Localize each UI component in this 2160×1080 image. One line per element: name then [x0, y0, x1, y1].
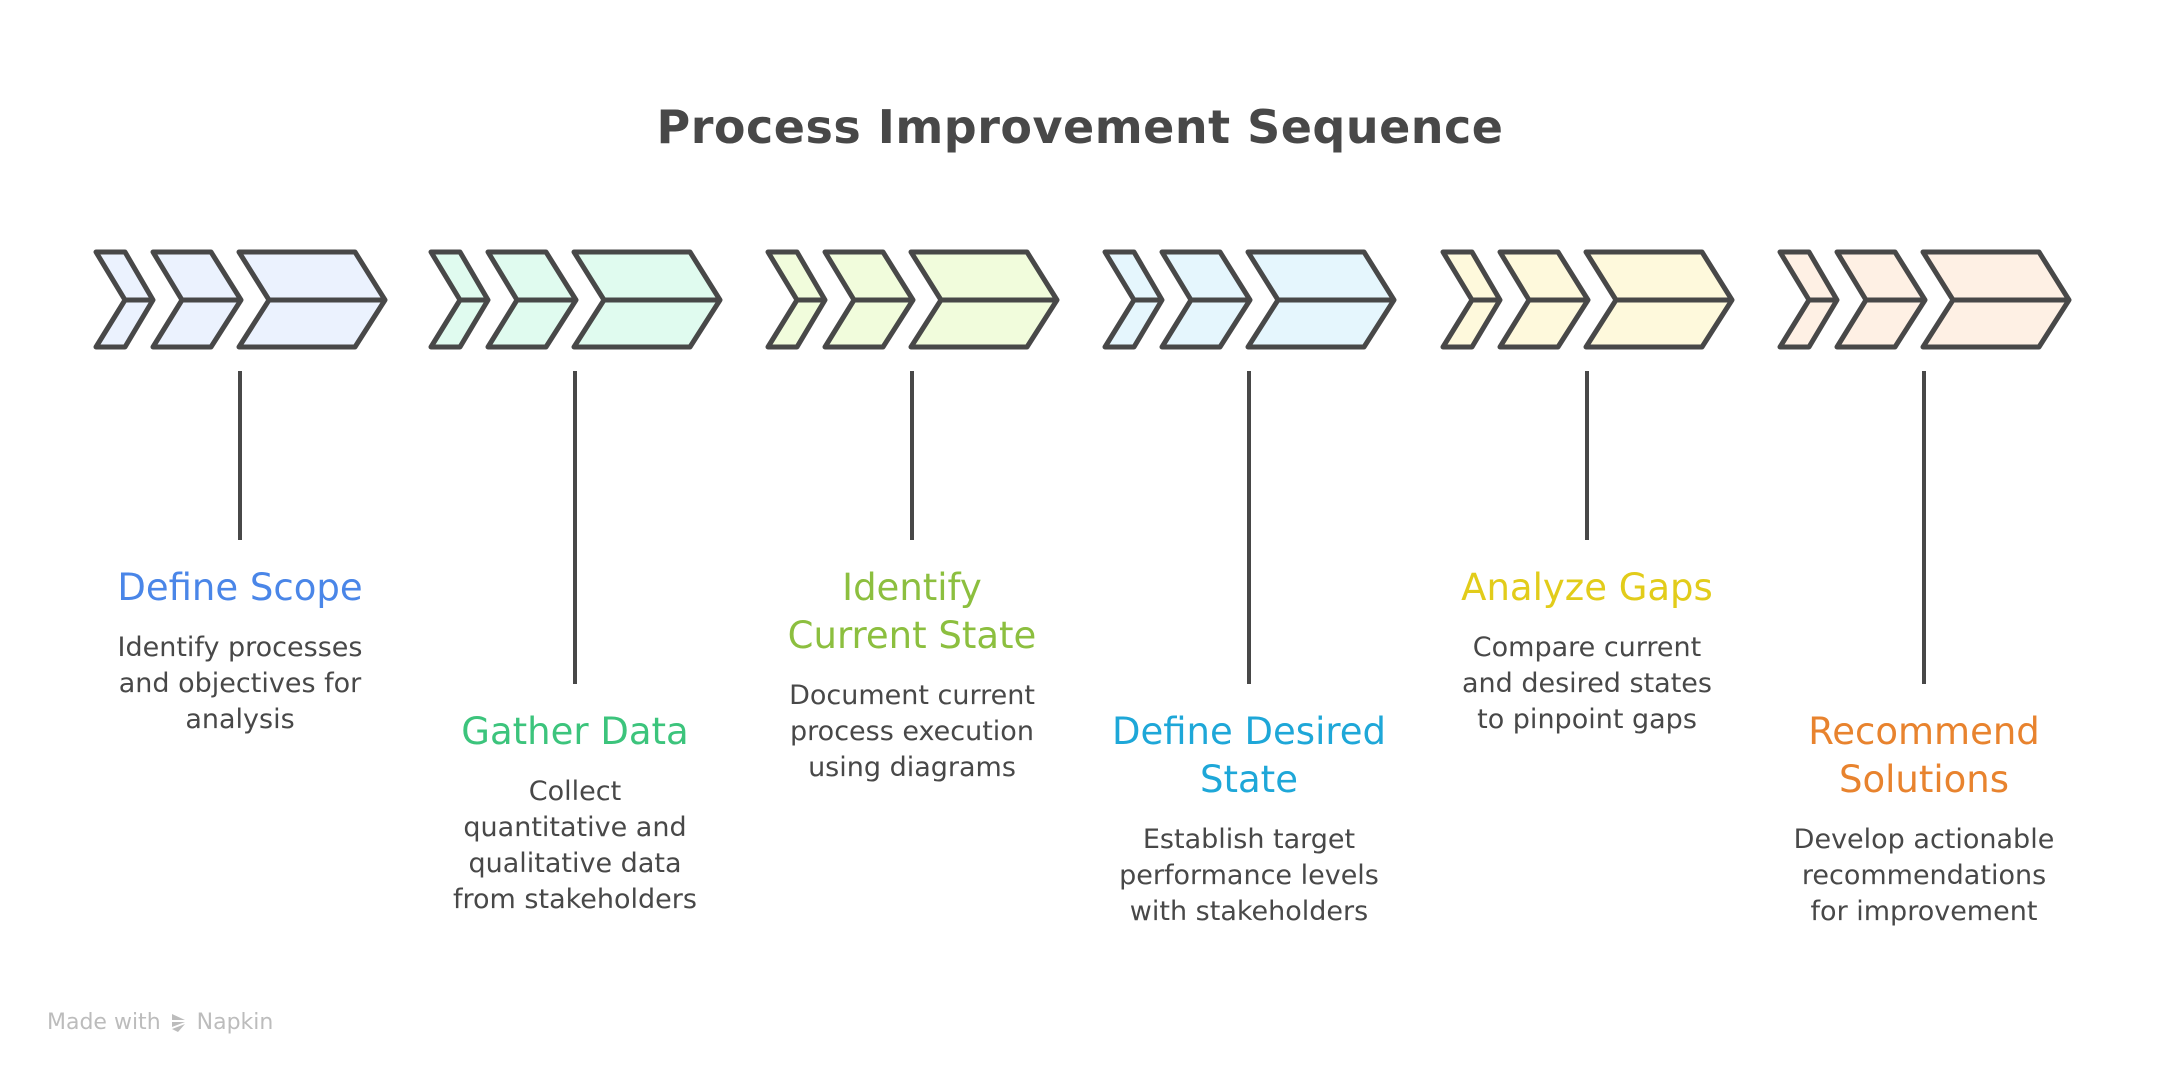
step-title-line: Identify	[842, 566, 982, 609]
step-description-line: Document current	[789, 680, 1035, 711]
chevron-group-6	[1777, 249, 2072, 684]
step-description-line: Compare current	[1472, 632, 1702, 663]
step-title-line: Analyze Gaps	[1461, 566, 1713, 609]
footer-prefix: Made with	[47, 1010, 161, 1035]
chevron-arrow	[150, 249, 244, 350]
step-title-line: Current State	[787, 614, 1037, 657]
step-description-line: Develop actionable	[1793, 824, 2055, 855]
footer-brand: Napkin	[196, 1010, 274, 1035]
napkin-logo-icon	[171, 1013, 185, 1032]
chevron-arrow	[1102, 249, 1165, 350]
chevron-arrow	[1777, 249, 1840, 350]
step-description-line: quantitative and	[463, 812, 687, 843]
step-description-line: Identify processes	[117, 632, 363, 663]
chevron-group-2	[428, 249, 723, 684]
chevron-arrow	[1920, 249, 2072, 350]
chevron-arrow	[908, 249, 1060, 350]
step-description: Identify processes and objectives for anal…	[75, 630, 405, 738]
step-title-line: Define Scope	[117, 566, 363, 609]
step-description: Collect quantitative and qualitative data f…	[410, 774, 740, 918]
chevron-arrow	[1440, 249, 1503, 350]
diagram-title: Process Improvement Sequence	[656, 100, 1504, 154]
chevron-group-4	[1102, 249, 1397, 684]
step-description: Develop actionable recommendations for imp…	[1759, 822, 2089, 930]
step-description-line: Collect	[528, 776, 622, 807]
step-description-line: and objectives for	[118, 668, 362, 699]
chevron-arrow	[485, 249, 579, 350]
step-title: Gather Data	[410, 708, 740, 756]
step-title: Analyze Gaps	[1422, 564, 1752, 612]
step-title: Define Scope	[75, 564, 405, 612]
step-title-line: Gather Data	[461, 710, 689, 753]
step-description-line: and desired states	[1461, 668, 1712, 699]
chevron-arrow	[93, 249, 156, 350]
chevron-group-1	[93, 249, 388, 540]
step-description-line: recommendations	[1801, 860, 2047, 891]
chevron-group-3	[765, 249, 1060, 540]
step-description-line: performance levels	[1119, 860, 1379, 891]
step-description-line: process execution	[790, 716, 1034, 747]
chevron-arrow	[1583, 249, 1735, 350]
chevron-arrow	[236, 249, 388, 350]
step-title-line: Recommend	[1808, 710, 2040, 753]
chevron-group-5	[1440, 249, 1735, 540]
step-description-line: for improvement	[1810, 896, 2038, 927]
step-title-line: State	[1200, 758, 1298, 801]
step-description: Establish target performance levels with s…	[1084, 822, 1414, 930]
chevron-arrow	[765, 249, 828, 350]
chevron-arrow	[1159, 249, 1253, 350]
step-title-line: Solutions	[1838, 758, 2009, 801]
step-description: Document current process execution using d…	[747, 678, 1077, 786]
chevron-arrow	[428, 249, 491, 350]
step-description-line: Establish target	[1142, 824, 1356, 855]
chevron-arrow	[571, 249, 723, 350]
chevron-arrow	[1834, 249, 1928, 350]
step-description-line: from stakeholders	[453, 884, 697, 915]
step-description-line: using diagrams	[808, 752, 1016, 783]
step-description-line: to pinpoint gaps	[1477, 704, 1697, 735]
chevron-arrow	[1497, 249, 1591, 350]
footer-attribution: Made with Napkin	[47, 1010, 273, 1035]
step-description: Compare current and desired states to pinp…	[1422, 630, 1752, 738]
step-title-line: Define Desired	[1112, 710, 1386, 753]
chevron-arrow	[822, 249, 916, 350]
step-description-line: with stakeholders	[1129, 896, 1369, 927]
step-description-line: analysis	[185, 704, 295, 735]
chevron-arrow	[1245, 249, 1397, 350]
step-description-line: qualitative data	[468, 848, 682, 879]
